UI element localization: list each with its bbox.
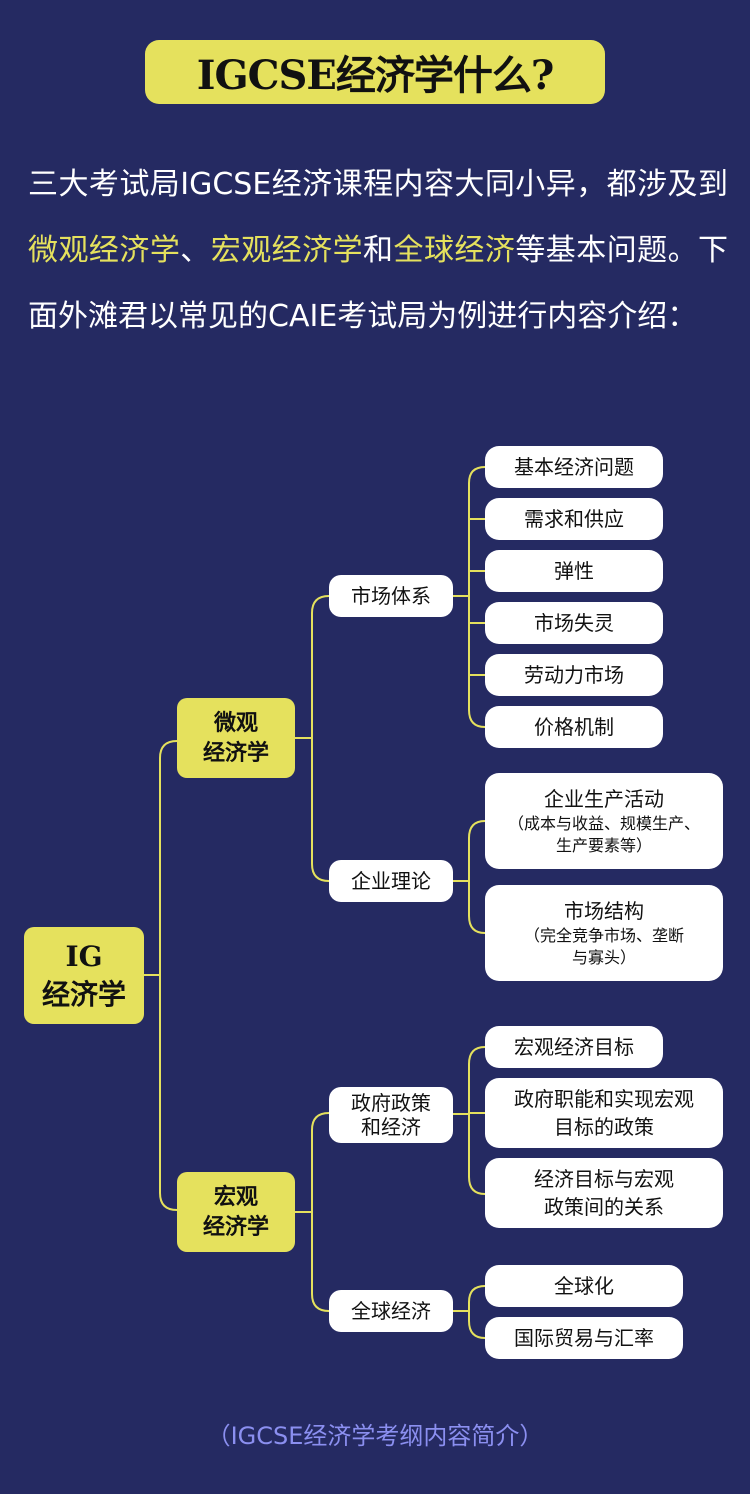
leaf-price-mechanism: 价格机制 <box>485 706 663 748</box>
leaf-government-role: 政府职能和实现宏观 目标的政策 <box>485 1078 723 1148</box>
leaf-title: 市场结构 <box>564 899 644 923</box>
leaf-label: 市场失灵 <box>534 611 614 635</box>
connector-firm-theory <box>453 820 486 934</box>
connector-micro <box>295 595 330 882</box>
leaf-basic-economic-problem: 基本经济问题 <box>485 446 663 488</box>
intro-text-end: 等基本问题。下面外滩君以常见的CAIE考试局为例进行内容介绍： <box>28 233 729 334</box>
connector-global <box>453 1285 486 1339</box>
leaf-elasticity: 弹性 <box>485 550 663 592</box>
leaf-globalisation: 全球化 <box>485 1265 683 1307</box>
gov-policy-label-line2: 和经济 <box>361 1115 421 1139</box>
caption: （IGCSE经济学考纲内容简介） <box>206 1422 544 1450</box>
micro-label-line2: 经济学 <box>202 740 269 766</box>
leaf-subtitle-line1: （成本与收益、规模生产、 <box>507 814 700 833</box>
macro-label-line1: 宏观 <box>213 1184 258 1210</box>
connector-macro <box>295 1112 330 1312</box>
leaf-trade-exchange-rates: 国际贸易与汇率 <box>485 1317 683 1359</box>
leaf-market-structure: 市场结构 （完全竞争市场、垄断 与寡头） <box>485 885 723 981</box>
leaf-subtitle-line1: （完全竞争市场、垄断 <box>523 926 684 945</box>
connector-root <box>144 740 178 1211</box>
leaf-label: 需求和供应 <box>524 507 624 531</box>
firm-theory-label: 企业理论 <box>351 869 431 893</box>
intro-conjunction: 和 <box>363 233 394 268</box>
global-economy-label: 全球经济 <box>351 1299 431 1323</box>
market-system-node: 市场体系 <box>329 575 453 617</box>
root-node: IG 经济学 <box>24 927 144 1024</box>
global-economy-node: 全球经济 <box>329 1290 453 1332</box>
leaf-title: 企业生产活动 <box>544 787 664 811</box>
gov-policy-node: 政府政策 和经济 <box>329 1087 453 1143</box>
page-title: IGCSE经济学什么? <box>145 40 605 104</box>
leaf-label: 基本经济问题 <box>514 455 634 479</box>
micro-label-line1: 微观 <box>213 710 258 736</box>
highlight-macro: 宏观经济学 <box>210 233 364 268</box>
leaf-macro-objectives: 宏观经济目标 <box>485 1026 663 1068</box>
connector-gov-policy <box>453 1046 486 1195</box>
root-label-line1: IG <box>65 939 103 973</box>
intro-paragraph: 三大考试局IGCSE经济课程内容大同小异，都涉及到微观经济学、宏观经济学和全球经… <box>28 152 728 350</box>
leaf-objectives-policy-relationship: 经济目标与宏观 政策间的关系 <box>485 1158 723 1228</box>
leaf-label-line1: 经济目标与宏观 <box>534 1167 674 1191</box>
leaf-market-failure: 市场失灵 <box>485 602 663 644</box>
highlight-global: 全球经济 <box>393 233 516 268</box>
leaf-labour-market: 劳动力市场 <box>485 654 663 696</box>
leaf-label: 宏观经济目标 <box>514 1035 634 1059</box>
firm-theory-node: 企业理论 <box>329 860 453 902</box>
leaf-label-line2: 目标的政策 <box>554 1115 654 1139</box>
market-system-label: 市场体系 <box>351 584 431 608</box>
leaf-firm-production: 企业生产活动 （成本与收益、规模生产、 生产要素等） <box>485 773 723 869</box>
leaf-label: 价格机制 <box>534 715 614 739</box>
leaf-subtitle-line2: 与寡头） <box>571 948 636 967</box>
root-label-line2: 经济学 <box>41 977 126 1011</box>
gov-policy-label-line1: 政府政策 <box>351 1091 431 1115</box>
connector-market-system <box>453 466 486 728</box>
intro-separator: 、 <box>180 233 211 268</box>
intro-text: 三大考试局IGCSE经济课程内容大同小异，都涉及到 <box>28 167 728 202</box>
leaf-label-line1: 政府职能和实现宏观 <box>514 1087 694 1111</box>
leaf-label: 国际贸易与汇率 <box>514 1326 654 1350</box>
macro-economics-node: 宏观 经济学 <box>177 1172 295 1252</box>
micro-economics-node: 微观 经济学 <box>177 698 295 778</box>
leaf-label: 弹性 <box>554 559 594 583</box>
leaf-subtitle-line2: 生产要素等） <box>555 836 652 855</box>
leaf-demand-supply: 需求和供应 <box>485 498 663 540</box>
leaf-label: 劳动力市场 <box>524 663 624 687</box>
leaf-label: 全球化 <box>554 1274 614 1298</box>
leaf-label-line2: 政策间的关系 <box>544 1195 664 1219</box>
macro-label-line2: 经济学 <box>202 1214 269 1240</box>
highlight-micro: 微观经济学 <box>28 233 181 268</box>
